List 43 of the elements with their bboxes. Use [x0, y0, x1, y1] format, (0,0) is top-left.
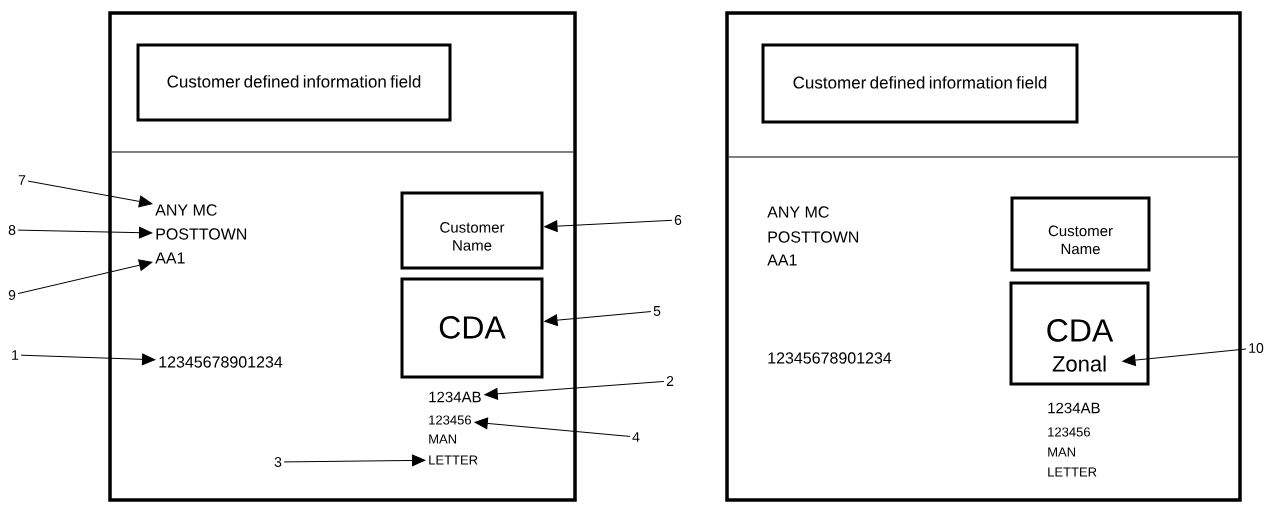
information-field-box: Customer defined information field [136, 43, 452, 122]
envelope-outline [108, 11, 577, 502]
customer-name-box: Customer Name [400, 191, 544, 270]
address-text: 1234AB [1048, 402, 1100, 414]
cda-box: CDA Zonal [1009, 281, 1150, 386]
cda-box: CDA [400, 277, 544, 379]
address-text: LETTER [1048, 467, 1097, 477]
callout-number: 4 [632, 432, 640, 442]
envelope-outline [725, 11, 1242, 502]
address-text: 12345678901234 [768, 352, 892, 364]
callout-number: 8 [8, 225, 16, 235]
arrow [484, 380, 665, 400]
arrow [544, 219, 673, 232]
arrow [20, 353, 156, 366]
callout-number: 6 [674, 215, 682, 225]
customer-name-box: Customer Name [1010, 196, 1151, 272]
address-text: MAN [1048, 447, 1076, 457]
address-text: 1234AB [429, 391, 481, 403]
address-text: 123456 [1048, 427, 1090, 437]
address-text: AA1 [767, 254, 797, 266]
callout-number: 3 [274, 457, 282, 467]
callout-number: 10 [1249, 343, 1264, 353]
arrow [544, 311, 652, 327]
callout-number: 7 [18, 175, 26, 185]
callout-number: 2 [666, 376, 674, 386]
address-text: POSTTOWN [156, 228, 247, 240]
address-text: 12345678901234 [159, 356, 283, 368]
address-text: ANY MC [767, 206, 829, 218]
callout-number: 1 [12, 350, 19, 360]
address-text: 123456 [429, 415, 471, 425]
address-text: ANY MC [155, 204, 217, 216]
arrow [17, 259, 153, 295]
arrow [474, 417, 631, 437]
arrow [27, 180, 153, 208]
address-text: POSTTOWN [768, 231, 859, 243]
information-field-box: Customer defined information field [761, 43, 1079, 124]
callout-number: 5 [653, 306, 661, 316]
arrow [283, 454, 426, 467]
callout-number: 9 [8, 290, 16, 300]
address-text: MAN [429, 434, 457, 444]
arrow [17, 226, 153, 239]
address-text: LETTER [429, 455, 478, 465]
address-text: AA1 [155, 252, 185, 264]
